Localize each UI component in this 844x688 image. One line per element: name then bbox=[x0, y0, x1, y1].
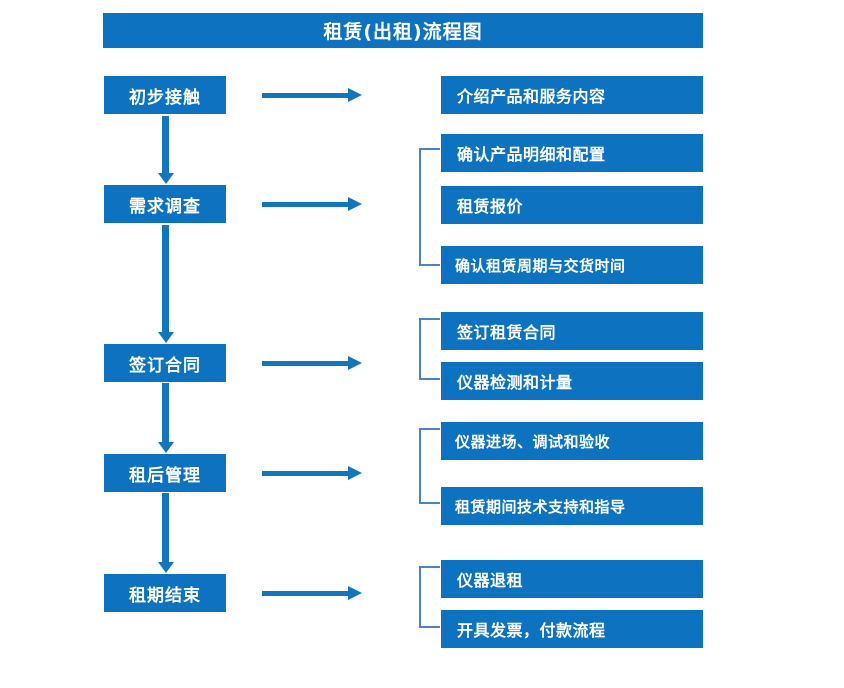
group-bracket-1 bbox=[419, 148, 440, 266]
arrow-shaft bbox=[162, 493, 169, 562]
horizontal-arrow-1 bbox=[262, 88, 362, 102]
detail-box-4[interactable]: 确认租赁周期与交货时间 bbox=[441, 246, 703, 284]
horizontal-arrow-3 bbox=[262, 356, 362, 370]
horizontal-arrow-2 bbox=[262, 197, 362, 211]
arrow-head bbox=[348, 586, 362, 600]
arrow-shaft bbox=[262, 93, 350, 98]
stage-box-5[interactable]: 租期结束 bbox=[104, 574, 226, 612]
stage-box-1[interactable]: 初步接触 bbox=[104, 76, 226, 114]
arrow-shaft bbox=[162, 225, 169, 332]
vertical-arrow-1 bbox=[158, 116, 174, 184]
vertical-arrow-4 bbox=[158, 493, 174, 573]
arrow-head bbox=[348, 88, 362, 102]
stage-box-3[interactable]: 签订合同 bbox=[104, 344, 226, 382]
group-bracket-3 bbox=[419, 428, 440, 504]
vertical-arrow-2 bbox=[158, 225, 174, 343]
vertical-arrow-3 bbox=[158, 383, 174, 453]
arrow-head bbox=[158, 562, 174, 573]
arrow-shaft bbox=[162, 116, 169, 173]
arrow-head bbox=[348, 197, 362, 211]
stage-box-2[interactable]: 需求调查 bbox=[104, 185, 226, 223]
arrow-head bbox=[348, 466, 362, 480]
detail-box-2[interactable]: 确认产品明细和配置 bbox=[441, 134, 703, 172]
group-bracket-4 bbox=[419, 566, 440, 628]
detail-box-9[interactable]: 仪器退租 bbox=[441, 560, 703, 598]
arrow-shaft bbox=[262, 202, 350, 207]
detail-box-10[interactable]: 开具发票，付款流程 bbox=[441, 610, 703, 648]
page-title: 租赁(出租)流程图 bbox=[103, 13, 703, 48]
detail-box-8[interactable]: 租赁期间技术支持和指导 bbox=[441, 487, 703, 525]
detail-box-1[interactable]: 介绍产品和服务内容 bbox=[441, 76, 703, 114]
arrow-head bbox=[348, 356, 362, 370]
arrow-head bbox=[158, 442, 174, 453]
arrow-shaft bbox=[262, 361, 350, 366]
arrow-shaft bbox=[262, 471, 350, 476]
detail-box-5[interactable]: 签订租赁合同 bbox=[441, 312, 703, 350]
group-bracket-2 bbox=[419, 318, 440, 380]
horizontal-arrow-4 bbox=[262, 466, 362, 480]
arrow-shaft bbox=[162, 383, 169, 442]
detail-box-3[interactable]: 租赁报价 bbox=[441, 186, 703, 224]
horizontal-arrow-5 bbox=[262, 586, 362, 600]
stage-box-4[interactable]: 租后管理 bbox=[104, 454, 226, 492]
arrow-head bbox=[158, 173, 174, 184]
detail-box-7[interactable]: 仪器进场、调试和验收 bbox=[441, 422, 703, 460]
arrow-shaft bbox=[262, 591, 350, 596]
detail-box-6[interactable]: 仪器检测和计量 bbox=[441, 362, 703, 400]
arrow-head bbox=[158, 332, 174, 343]
